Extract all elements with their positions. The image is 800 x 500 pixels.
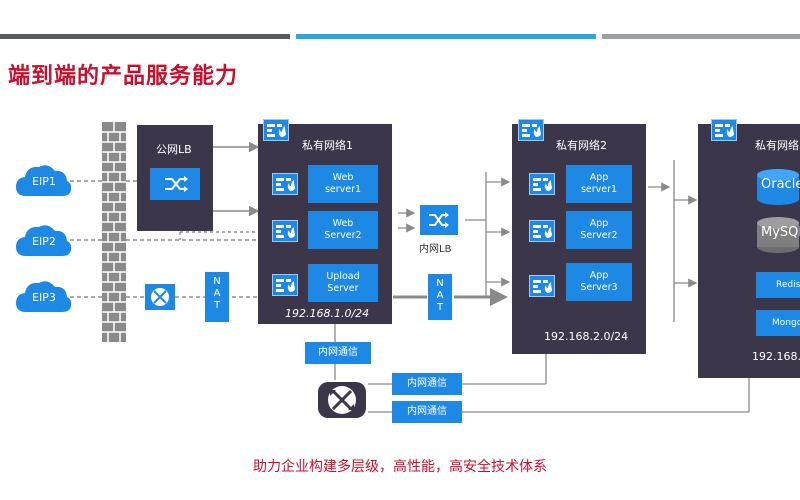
vpc3-title: 私有网络3 bbox=[755, 139, 800, 152]
vpc1-subnet: 192.168.1.0/24 bbox=[285, 307, 370, 320]
header-bar-blue bbox=[296, 34, 596, 39]
server-firewall-icon bbox=[272, 173, 298, 195]
redis-box: Redis bbox=[756, 272, 800, 298]
cloud-icon bbox=[16, 165, 72, 196]
intranet-box-3: 内网通信 bbox=[392, 401, 462, 423]
web-server1: Web server1 bbox=[308, 165, 378, 203]
mongodb-box: MongoDB bbox=[756, 310, 800, 336]
vpc2-title: 私有网络2 bbox=[556, 139, 607, 152]
vpc2-subnet: 192.168.2.0/24 bbox=[544, 330, 629, 343]
vpc-firewall-icon bbox=[263, 119, 289, 141]
header-bar-gray bbox=[602, 34, 800, 39]
server-firewall-icon bbox=[529, 173, 555, 195]
database-icon bbox=[757, 169, 799, 205]
firewall-wall-icon bbox=[102, 122, 126, 342]
public-lb-label: 公网LB bbox=[156, 143, 192, 156]
page-title: 端到端的产品服务能力 bbox=[8, 63, 239, 89]
vpc3-subnet: 192.168.3.0/24 bbox=[752, 350, 800, 363]
eip1-label: EIP1 bbox=[32, 175, 56, 188]
mysql-label: MySQL bbox=[761, 225, 800, 240]
vpc-firewall-icon bbox=[518, 119, 544, 141]
internal-lb-label: 内网LB bbox=[419, 244, 452, 255]
cloud-icon bbox=[16, 281, 72, 312]
upload-server: Upload Server bbox=[308, 264, 378, 302]
intranet-box-2: 内网通信 bbox=[392, 373, 462, 395]
oracle-label: Oracle bbox=[761, 177, 800, 192]
header-bar-dark bbox=[0, 34, 290, 39]
web-server2: Web Server2 bbox=[308, 211, 378, 249]
public-lb-box bbox=[150, 168, 200, 200]
router-small-icon bbox=[145, 284, 175, 310]
server-firewall-icon bbox=[529, 275, 555, 297]
internal-lb-box bbox=[420, 205, 458, 235]
eip3-label: EIP3 bbox=[32, 291, 56, 304]
router-icon bbox=[316, 380, 368, 420]
vpc-firewall-icon bbox=[711, 119, 737, 141]
shuffle-icon bbox=[165, 176, 188, 192]
cloud-icon bbox=[16, 225, 72, 256]
intranet-box-1: 内网通信 bbox=[305, 342, 371, 364]
vpc1-title: 私有网络1 bbox=[302, 139, 353, 152]
app-server2: App Server2 bbox=[566, 211, 632, 249]
server-firewall-icon bbox=[272, 220, 298, 242]
app-server1: App server1 bbox=[566, 165, 632, 203]
footer-slogan: 助力企业构建多层级，高性能，高安全技术体系 bbox=[253, 459, 547, 475]
eip2-label: EIP2 bbox=[32, 235, 56, 248]
database-icon bbox=[757, 217, 799, 253]
shuffle-icon bbox=[429, 212, 449, 228]
app-server3: App Server3 bbox=[566, 263, 632, 301]
server-firewall-icon bbox=[529, 220, 555, 242]
server-firewall-icon bbox=[272, 274, 298, 296]
